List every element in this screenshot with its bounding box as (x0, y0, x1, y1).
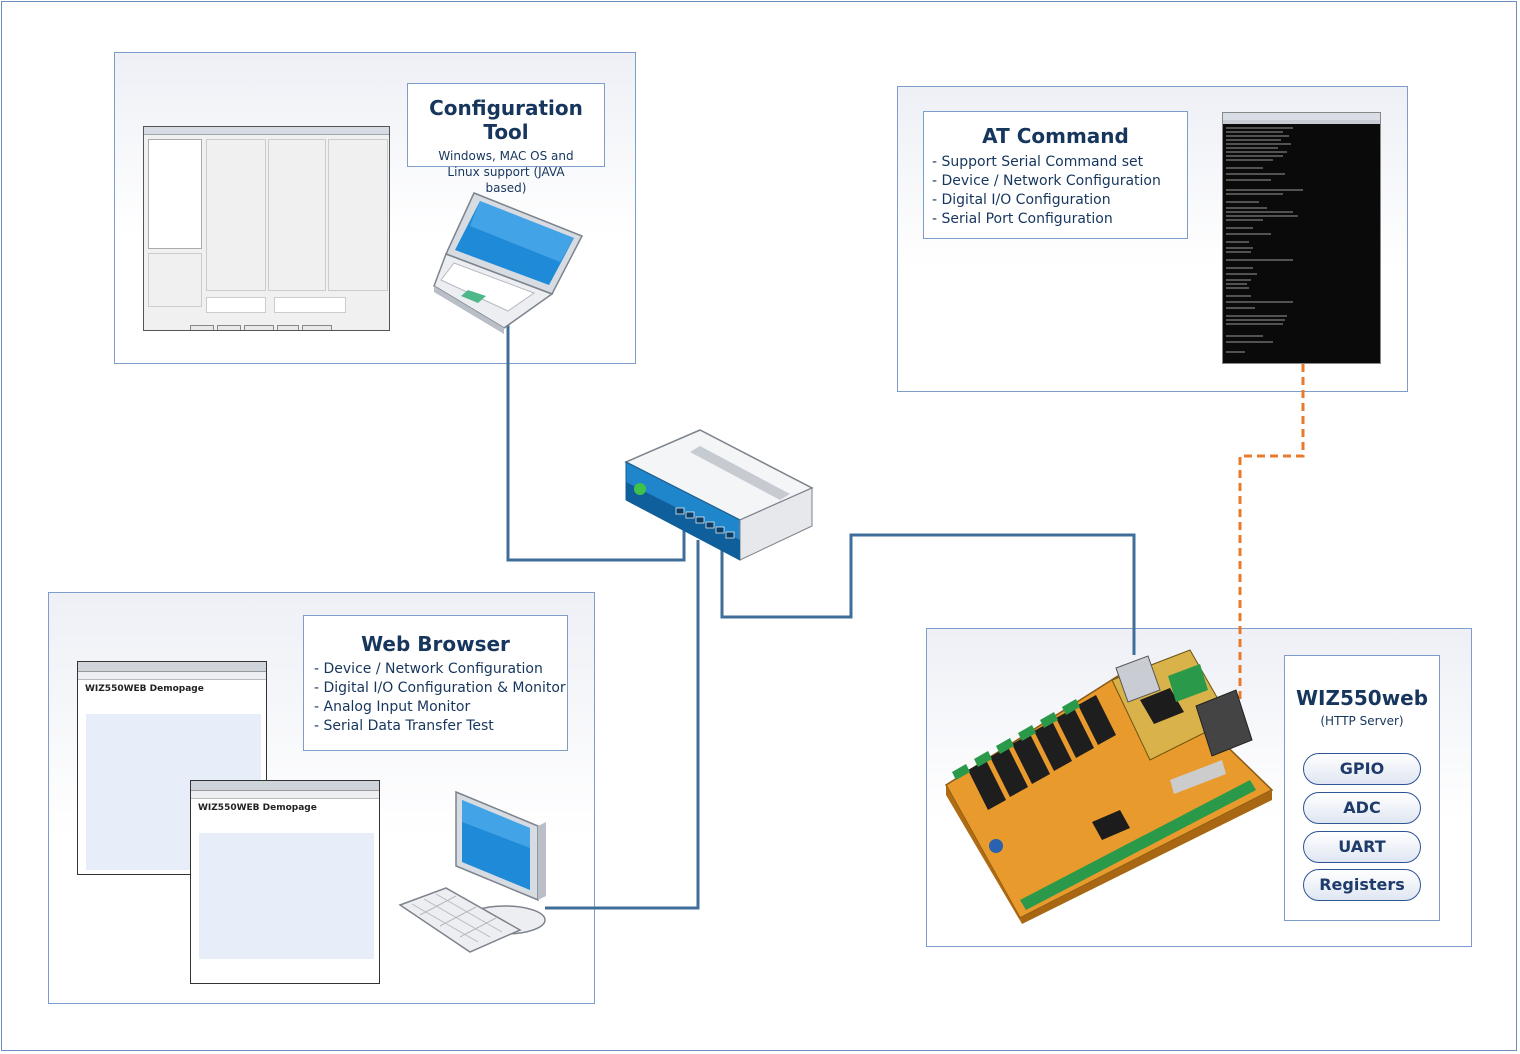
at-command-title: AT Command (982, 124, 1129, 148)
at-command-item: - Digital I/O Configuration (932, 192, 1111, 208)
web-browser-title: Web Browser (361, 632, 510, 656)
feature-registers: Registers (1303, 869, 1421, 901)
config-tool-window-screenshot (143, 126, 390, 331)
web-browser-item: - Device / Network Configuration (314, 661, 543, 677)
laptop-icon (433, 192, 584, 334)
config-tool-card: Configuration Tool Windows, MAC OS and L… (407, 83, 605, 195)
device-subtitle: (HTTP Server) (1320, 714, 1404, 728)
demopage-title-back: WIZ550WEB Demopage (85, 684, 204, 694)
router-device-link (720, 533, 1136, 655)
browser-window-front: WIZ550WEB Demopage (190, 780, 380, 984)
config-tool-description: Windows, MAC OS and Linux support (JAVA … (438, 149, 574, 195)
device-card: WIZ550web (HTTP Server) GPIO ADC UART Re… (1284, 655, 1440, 921)
config-tool-title: Configuration Tool (429, 96, 583, 144)
feature-gpio: GPIO (1303, 753, 1421, 785)
network-switch-icon (624, 429, 814, 561)
web-browser-item: - Serial Data Transfer Test (314, 718, 494, 734)
wiz550web-board-image (945, 649, 1274, 924)
feature-uart: UART (1303, 831, 1421, 863)
at-command-item: - Serial Port Configuration (932, 211, 1113, 227)
demopage-title-front: WIZ550WEB Demopage (198, 803, 317, 813)
at-command-card: AT Command - Support Serial Command set … (923, 111, 1188, 239)
laptop-router-link (506, 322, 686, 562)
web-browser-item: - Analog Input Monitor (314, 699, 471, 715)
desktop-router-link (545, 540, 700, 910)
serial-link (1238, 364, 1305, 700)
device-title: WIZ550web (1295, 686, 1429, 710)
web-browser-item: - Digital I/O Configuration & Monitor (314, 680, 566, 696)
terminal-window-screenshot (1222, 112, 1381, 364)
feature-adc: ADC (1303, 792, 1421, 824)
web-browser-card: Web Browser - Device / Network Configura… (303, 615, 568, 751)
desktop-computer-icon (398, 790, 546, 953)
at-command-item: - Device / Network Configuration (932, 173, 1161, 189)
at-command-item: - Support Serial Command set (932, 154, 1144, 170)
